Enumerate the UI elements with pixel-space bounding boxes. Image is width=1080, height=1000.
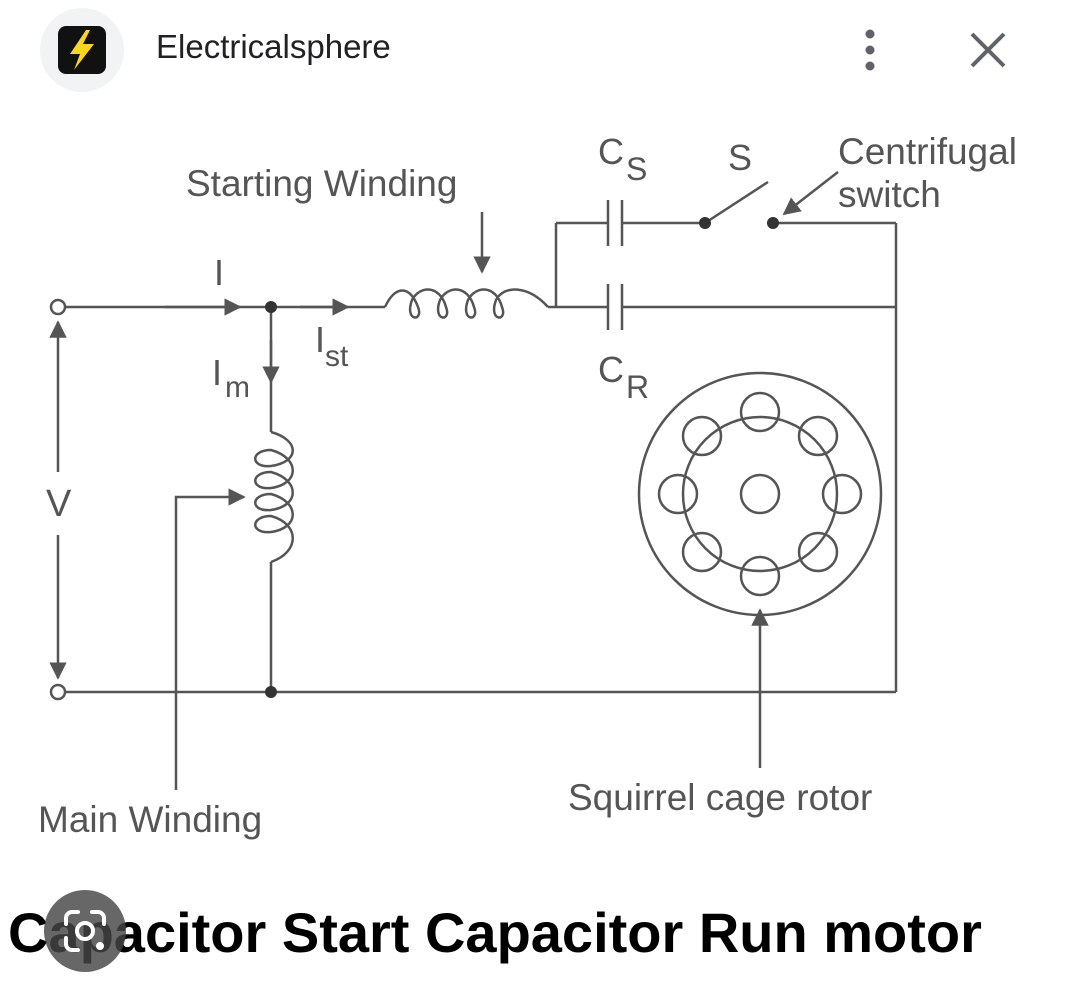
ist-label-main: I — [315, 319, 325, 360]
close-button[interactable] — [962, 24, 1014, 76]
google-lens-button[interactable] — [44, 890, 126, 972]
top-terminal — [49, 298, 67, 316]
site-favicon[interactable] — [40, 8, 124, 92]
image-caption: Capacitor Start Capacitor Run motor — [8, 901, 982, 964]
lightning-bolt-icon — [58, 26, 106, 74]
switch-contact-right — [767, 217, 779, 229]
im-label-main: I — [212, 352, 222, 393]
junction-bottom — [265, 686, 277, 698]
close-icon — [970, 32, 1006, 68]
switch-s-label: S — [728, 137, 752, 178]
cr-label-sub: R — [626, 369, 649, 405]
more-vert-icon — [865, 29, 875, 71]
google-lens-icon — [64, 910, 106, 952]
cs-label-main: C — [598, 131, 624, 172]
main-winding-label: Main Winding — [38, 799, 262, 840]
cr-label-main: C — [598, 349, 624, 390]
switch-label: switch — [838, 174, 941, 215]
cs-label-sub: S — [626, 151, 647, 187]
circuit-diagram: Starting Winding Centrifugal switch C S … — [38, 131, 1017, 840]
top-bar: Electricalsphere — [0, 0, 1080, 100]
ist-label-sub: st — [325, 340, 349, 373]
squirrel-cage-rotor — [637, 371, 883, 617]
site-name[interactable]: Electricalsphere — [156, 28, 391, 65]
starting-winding-label: Starting Winding — [186, 163, 457, 204]
centrifugal-label: Centrifugal — [838, 131, 1017, 172]
bottom-terminal — [49, 683, 67, 701]
squirrel-cage-rotor-label: Squirrel cage rotor — [568, 777, 872, 818]
main-winding-coil — [254, 430, 294, 564]
more-options-button[interactable] — [848, 22, 892, 78]
switch-contact-left — [699, 217, 711, 229]
starting-winding-coil — [383, 288, 549, 319]
current-i-label: I — [214, 252, 224, 293]
junction-top — [265, 301, 277, 313]
voltage-v-label: V — [46, 483, 72, 525]
im-label-sub: m — [225, 371, 250, 404]
